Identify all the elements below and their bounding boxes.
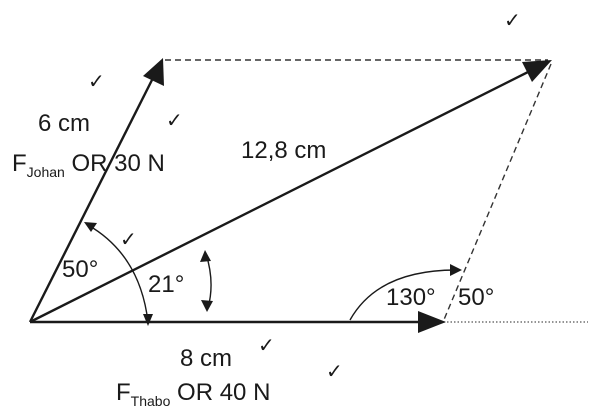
right-dashed-side — [442, 63, 552, 323]
johan-force-subscript: Johan — [27, 164, 65, 180]
angle-arc-21 — [205, 253, 212, 309]
tick-mark-thabo-length: ✓ — [258, 335, 275, 357]
angle-arc-21-head-top — [200, 250, 211, 262]
angle-arc-21-head-bottom — [201, 300, 213, 312]
johan-force-vector — [28, 73, 157, 323]
resultant-arrowhead — [522, 60, 552, 82]
johan-arrowhead — [143, 58, 164, 86]
resultant-angle-label: 21° — [148, 271, 184, 298]
thabo-force-subscript: Thabo — [131, 393, 171, 409]
outer-angle-label: 50° — [458, 284, 494, 311]
johan-force-value: OR 30 N — [65, 150, 165, 177]
obtuse-angle-label: 130° — [386, 284, 436, 311]
tick-mark-johan-force: ✓ — [166, 110, 183, 132]
thabo-length-label: 8 cm — [180, 345, 232, 372]
angle-arc-130 — [349, 269, 457, 321]
thabo-arrowhead — [418, 311, 446, 333]
tick-mark-thabo-force: ✓ — [326, 361, 343, 383]
thabo-force-label: FThabo OR 40 N — [116, 379, 270, 409]
angle-arc-130-head — [450, 264, 462, 276]
johan-force-label: FJohan OR 30 N — [12, 150, 165, 180]
angle-arc-50 — [87, 224, 149, 323]
johan-force-prefix: F — [12, 150, 27, 177]
thabo-force-value: OR 40 N — [170, 379, 270, 406]
tick-mark-top-right: ✓ — [504, 10, 521, 32]
resultant-length-label: 12,8 cm — [241, 137, 326, 164]
angle-arc-50-head-top — [84, 222, 97, 232]
thabo-force-prefix: F — [116, 379, 131, 406]
resultant-force-vector — [29, 66, 537, 324]
tick-mark-johan-arrow: ✓ — [88, 71, 105, 93]
angle-arc-50-head-bottom — [143, 314, 153, 326]
angle-between-label: 50° — [62, 256, 98, 283]
johan-length-label: 6 cm — [38, 110, 90, 137]
tick-mark-angle-50: ✓ — [120, 229, 137, 251]
